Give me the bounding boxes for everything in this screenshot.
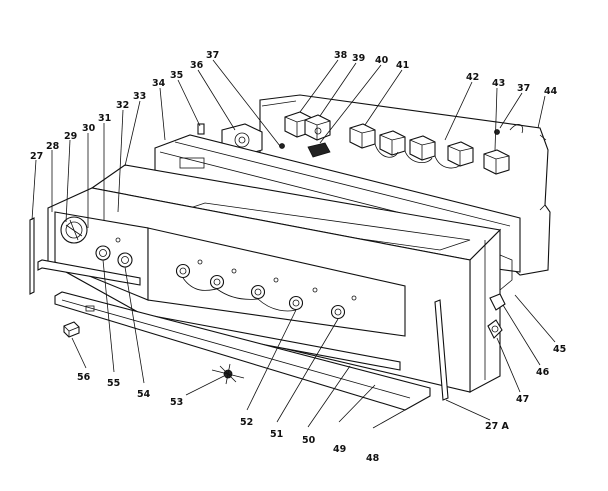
callout-32: 32 [116, 100, 129, 111]
wire-harness [374, 143, 461, 169]
callout-labels: 27 28 29 30 31 32 33 34 35 36 37 38 39 4… [30, 50, 566, 464]
callout-31: 31 [98, 113, 111, 124]
relay-block [379, 130, 406, 156]
relay-block [304, 114, 331, 141]
callout-52: 52 [240, 417, 253, 428]
callout-36: 36 [190, 60, 204, 71]
callout-55: 55 [107, 378, 120, 389]
callout-46: 46 [536, 367, 550, 378]
control-knob [175, 263, 191, 279]
hose-fitting [487, 319, 503, 339]
control-knob [250, 284, 266, 300]
leader-lines [31, 59, 556, 429]
terminal-clip [197, 123, 205, 135]
callout-27a: 27 A [485, 421, 510, 432]
clip [63, 321, 80, 338]
callout-35: 35 [170, 70, 183, 81]
callout-45: 45 [553, 344, 566, 355]
callout-28: 28 [46, 141, 60, 152]
side-rail [434, 299, 449, 401]
callout-29: 29 [64, 131, 77, 142]
callout-39: 39 [352, 53, 365, 64]
callout-37: 37 [206, 50, 219, 61]
callout-50: 50 [302, 435, 316, 446]
connector-block [307, 142, 331, 158]
callout-37b: 37 [517, 83, 530, 94]
knob-spindle [211, 363, 245, 385]
callout-42: 42 [466, 72, 479, 83]
control-knob [288, 295, 304, 311]
control-knob [95, 245, 111, 261]
wire-harness [509, 124, 524, 134]
callout-40: 40 [375, 55, 389, 66]
callout-49: 49 [333, 444, 346, 455]
relay-block [447, 141, 474, 167]
callout-38: 38 [334, 50, 348, 61]
control-knob [117, 252, 133, 268]
callout-27: 27 [30, 151, 43, 162]
callout-33: 33 [133, 91, 146, 102]
callout-44: 44 [544, 86, 558, 97]
control-knob [209, 274, 225, 290]
callout-51: 51 [270, 429, 283, 440]
knob-linkage [182, 277, 297, 312]
callout-41: 41 [396, 60, 409, 71]
lower-trim [54, 291, 431, 411]
callout-43: 43 [492, 78, 505, 89]
callout-30: 30 [82, 123, 96, 134]
callout-54: 54 [137, 389, 151, 400]
screw [279, 143, 285, 149]
callout-34: 34 [152, 78, 166, 89]
relay-block [349, 123, 376, 149]
bracket-clip [489, 293, 506, 311]
side-bracket [29, 217, 35, 295]
relay-block [409, 135, 436, 161]
control-knob [330, 304, 346, 320]
callout-48: 48 [366, 453, 380, 464]
relay-block [483, 149, 510, 175]
hinge-bracket [499, 254, 513, 291]
callout-47: 47 [516, 394, 529, 405]
indicator-light [115, 237, 357, 301]
callout-53: 53 [170, 397, 183, 408]
callout-56: 56 [77, 372, 91, 383]
